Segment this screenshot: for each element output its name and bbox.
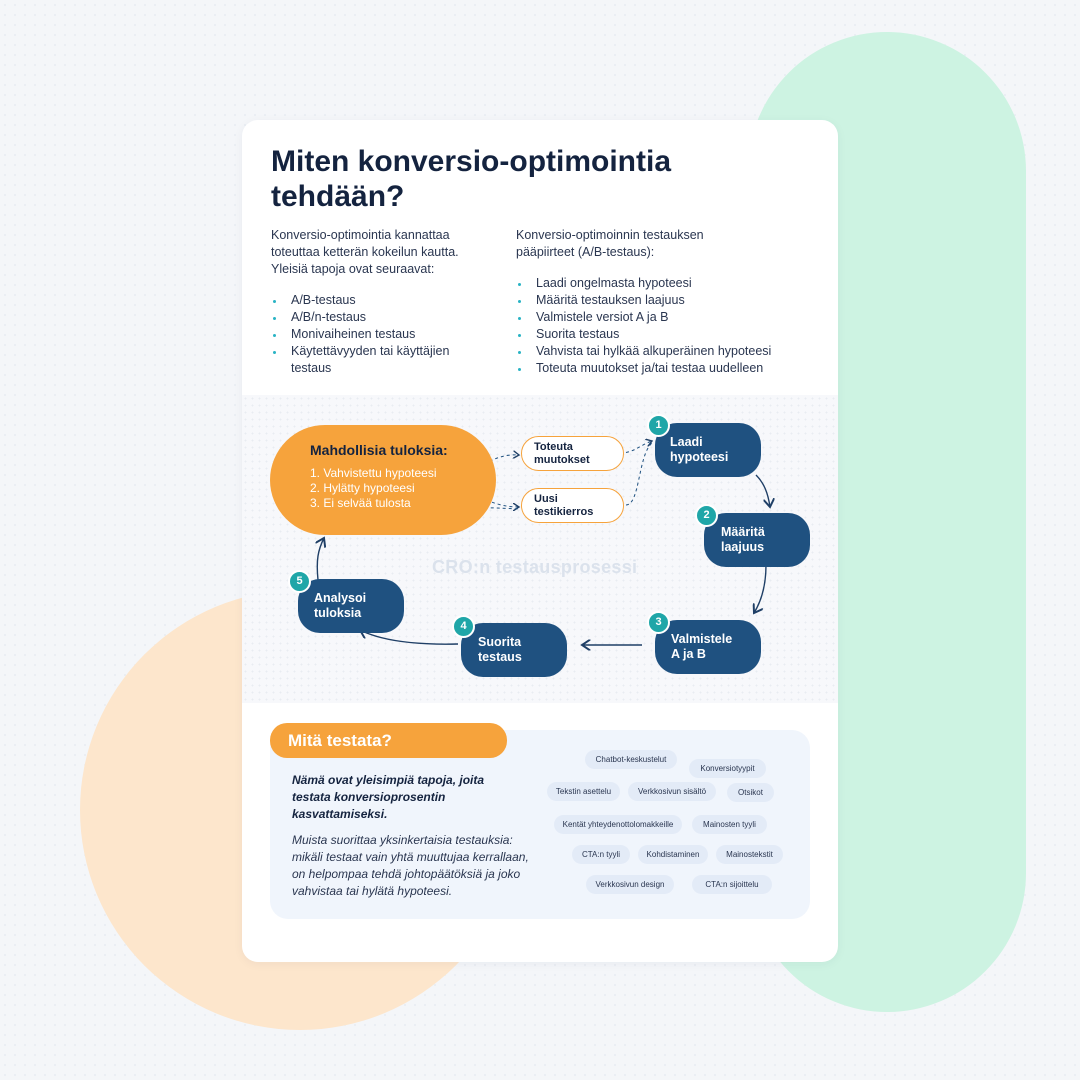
bullet-dot-icon [518,283,521,286]
bullet-dot-icon [273,334,276,337]
tag-chip: Verkkosivun design [586,875,674,894]
what-to-test-header: Mitä testata? [270,723,507,758]
list-item: Laadi ongelmasta hypoteesi [516,275,816,292]
infographic-card: Miten konversio-optimointia tehdään? Kon… [242,120,838,962]
tag-chip: Kohdistaminen [638,845,708,864]
outcome-implement-changes: Toteuta muutokset [521,436,624,471]
tag-chip: Verkkosivun sisältö [628,782,716,801]
bullet-dot-icon [518,368,521,371]
right-bullet-list: Laadi ongelmasta hypoteesi Määritä testa… [516,275,816,377]
tag-chip: Tekstin asettelu [547,782,620,801]
bullet-dot-icon [518,351,521,354]
page-title: Miten konversio-optimointia tehdään? [271,145,672,213]
tag-chip: Mainosten tyyli [692,815,767,834]
list-item: A/B/n-testaus [271,309,481,326]
outcome-new-test-round: Uusi testikierros [521,488,624,523]
list-item: Monivaiheinen testaus [271,326,481,343]
step-number-badge: 4 [452,615,475,638]
right-intro: Konversio-optimoinnin testauksen pääpiir… [516,228,704,259]
list-item: A/B-testaus [271,292,481,309]
step-number-badge: 2 [695,504,718,527]
tag-chip: Otsikot [727,783,774,802]
cro-process-diagram: CRO:n testausprosessi Mahdollisia tuloks… [242,395,838,703]
list-item: 3. Ei selvää tulosta [310,496,411,510]
tag-chip: Mainostekstit [716,845,783,864]
results-bubble: Mahdollisia tuloksia: 1. Vahvistettu hyp… [270,425,496,535]
what-to-test-body: Muista suorittaa yksinkertaisia testauks… [292,833,529,898]
bullet-dot-icon [273,351,276,354]
list-item: Vahvista tai hylkää alkuperäinen hypotee… [516,343,816,360]
cycle-arrow [360,630,459,645]
connector-arrow [619,441,652,454]
list-item: Toteuta muutokset ja/tai testaa uudellee… [516,360,816,377]
list-item: Suorita testaus [516,326,816,343]
list-item: Valmistele versiot A ja B [516,309,816,326]
list-item: Käytettävyyden tai käyttäjien testaus [271,343,481,377]
tag-chip: CTA:n tyyli [572,845,630,864]
step-number-badge: 3 [647,611,670,634]
list-item: Määritä testauksen laajuus [516,292,816,309]
what-to-test-lead: Nämä ovat yleisimpiä tapoja, joita testa… [292,773,485,821]
connector-arrow [625,442,653,506]
left-intro: Konversio-optimointia kannattaa toteutta… [271,228,459,276]
bullet-dot-icon [518,300,521,303]
results-title: Mahdollisia tuloksia: [310,442,448,458]
tag-chip: Konversiotyypit [689,759,766,778]
cycle-arrow [754,564,767,613]
list-item: 2. Hylätty hypoteesi [310,481,415,495]
tag-chip: CTA:n sijoittelu [692,875,772,894]
process-watermark: CRO:n testausprosessi [432,557,638,577]
results-list: 1. Vahvistettu hypoteesi 2. Hylätty hypo… [310,466,437,511]
bullet-dot-icon [273,300,276,303]
tag-chip: Chatbot-keskustelut [585,750,677,769]
tag-chip: Kentät yhteydenottolomakkeille [554,815,682,834]
bullet-dot-icon [273,317,276,320]
list-item: 1. Vahvistettu hypoteesi [310,466,437,480]
cycle-arrow [755,474,770,507]
left-bullet-list: A/B-testaus A/B/n-testaus Monivaiheinen … [271,292,481,377]
step-number-badge: 1 [647,414,670,437]
cycle-arrow [317,538,324,581]
bullet-dot-icon [518,334,521,337]
bullet-dot-icon [518,317,521,320]
step-number-badge: 5 [288,570,311,593]
